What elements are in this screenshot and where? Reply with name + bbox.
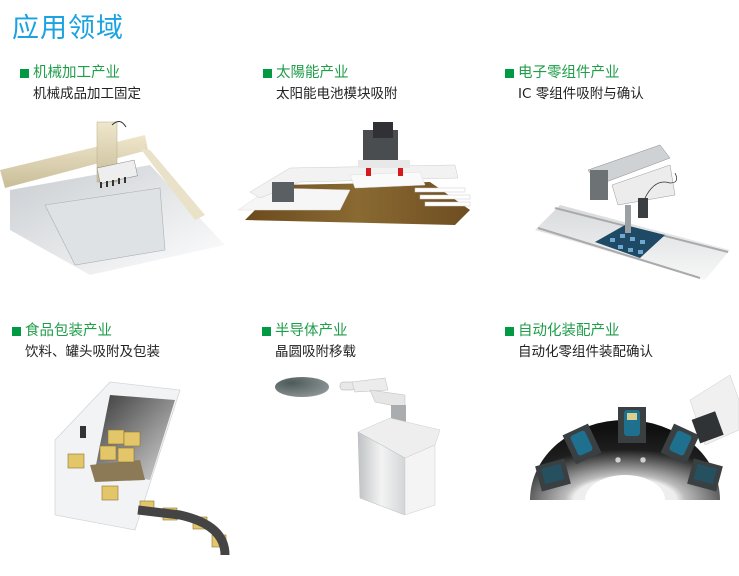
category-description: 太阳能电池模块吸附 bbox=[276, 86, 398, 102]
application-solar: 太陽能产业 太阳能电池模块吸附 bbox=[263, 64, 503, 103]
category-description: 自动化零组件装配确认 bbox=[518, 344, 653, 360]
application-semiconductor: 半导体产业 晶圆吸附移载 bbox=[262, 322, 502, 361]
category-label: 自动化装配产业 bbox=[518, 323, 620, 339]
category-description: 机械成品加工固定 bbox=[33, 86, 141, 102]
category-label: 太陽能产业 bbox=[276, 65, 349, 81]
bullet-square-icon bbox=[20, 68, 29, 78]
pick-and-place-illustration bbox=[535, 144, 730, 280]
application-food-packaging: 食品包装产业 饮料、罐头吸附及包装 bbox=[12, 322, 252, 361]
category-label: 食品包装产业 bbox=[25, 323, 112, 339]
application-electronics: 电子零组件产业 IC 零组件吸附与确认 bbox=[505, 64, 739, 103]
bullet-square-icon bbox=[12, 326, 21, 336]
bullet-square-icon bbox=[262, 326, 271, 336]
solar-handling-illustration bbox=[237, 122, 471, 225]
category-description: 晶圆吸附移载 bbox=[275, 344, 356, 360]
bullet-square-icon bbox=[505, 326, 514, 336]
page-title: 应用领域 bbox=[12, 13, 124, 44]
bullet-square-icon bbox=[505, 68, 514, 78]
category-label: 半导体产业 bbox=[275, 323, 348, 339]
palletizing-illustration bbox=[54, 381, 230, 556]
category-description: 饮料、罐头吸附及包装 bbox=[25, 344, 160, 360]
wafer-robot-illustration bbox=[275, 377, 441, 516]
category-label: 机械加工产业 bbox=[33, 65, 120, 81]
category-label: 电子零组件产业 bbox=[518, 65, 620, 81]
gantry-robot-illustration bbox=[0, 121, 225, 275]
bullet-square-icon bbox=[263, 68, 272, 78]
application-machining: 机械加工产业 机械成品加工固定 bbox=[20, 64, 260, 103]
rotary-table-illustration bbox=[530, 374, 739, 510]
category-description: IC 零组件吸附与确认 bbox=[518, 86, 644, 102]
application-automated-assembly: 自动化装配产业 自动化零组件装配确认 bbox=[505, 322, 739, 361]
